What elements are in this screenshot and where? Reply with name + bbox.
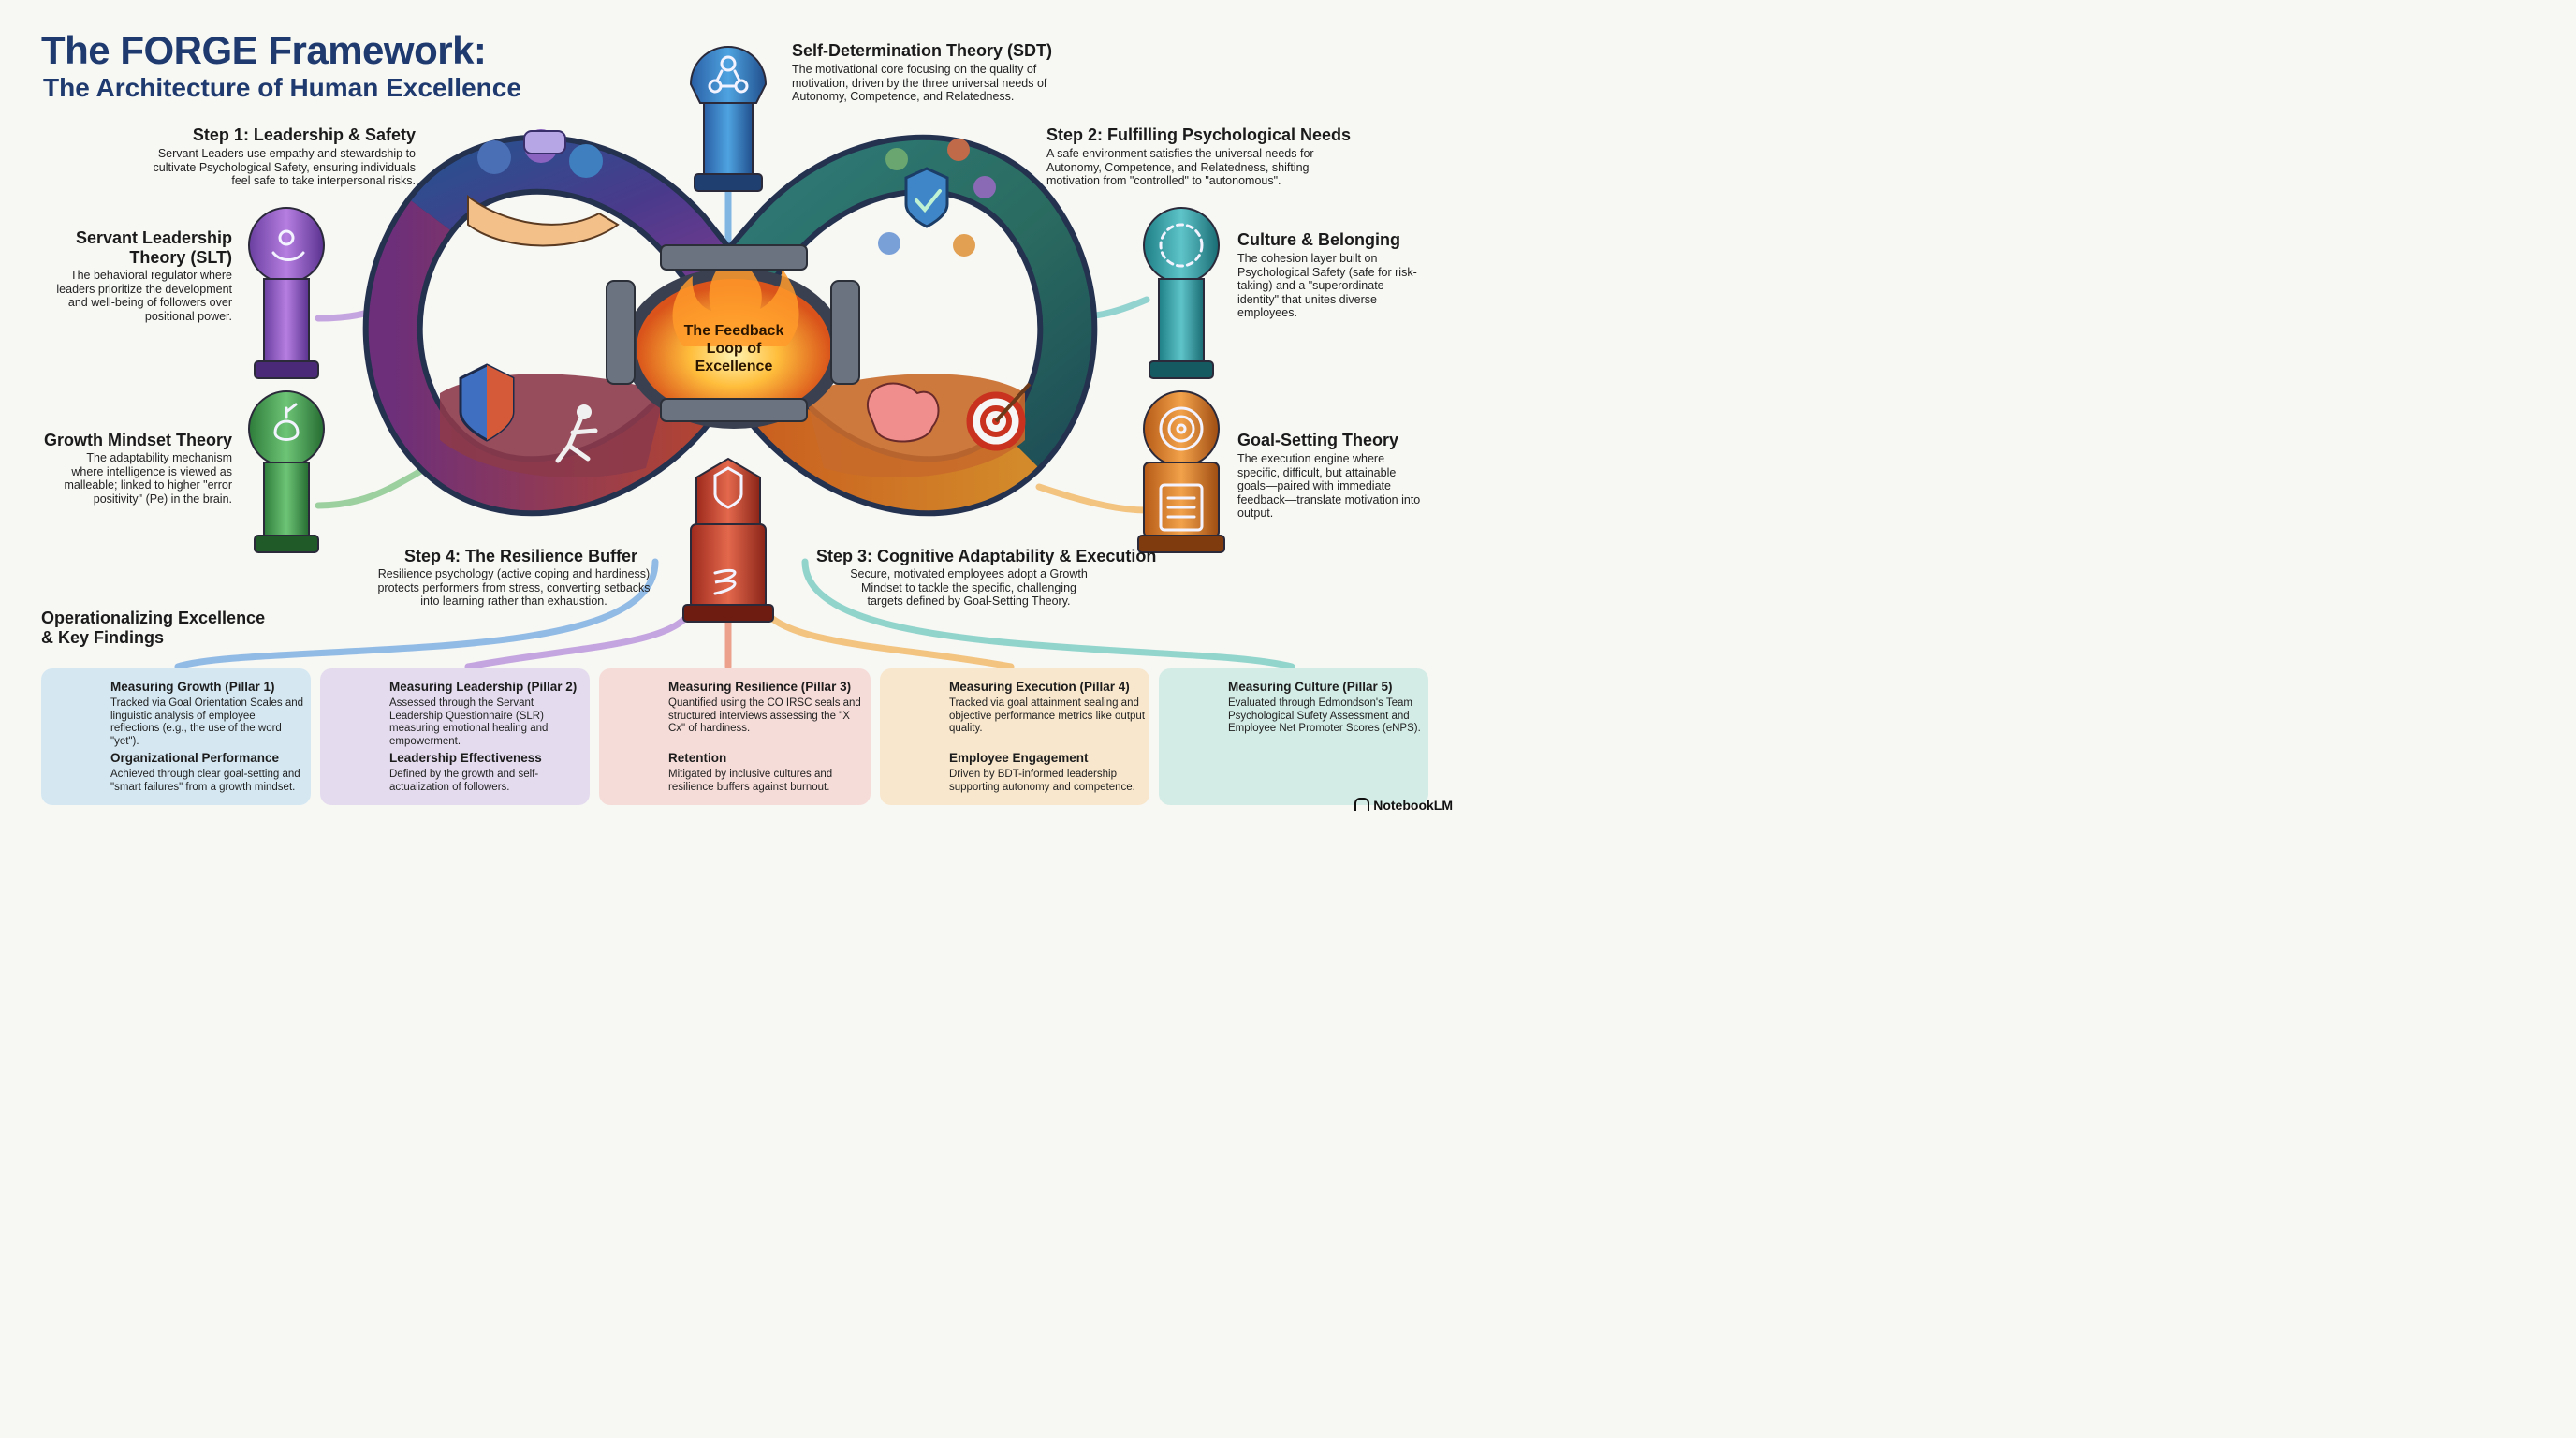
brand-label: NotebookLM — [1354, 798, 1453, 813]
slt-heading: Servant Leadership Theory (SLT) — [75, 228, 232, 267]
card-leadership: Measuring Leadership (Pillar 2) Assessed… — [320, 668, 590, 805]
step2-text: A safe environment satisfies the univers… — [1046, 147, 1314, 187]
card-title: Measuring Leadership (Pillar 2) — [389, 680, 578, 694]
notebooklm-logo-icon — [1354, 798, 1370, 811]
step4-heading: Step 4: The Resilience Buffer — [404, 547, 638, 565]
framework-illustration — [52, 46, 1295, 798]
operationalizing-heading: Operationalizing Excellence & Key Findin… — [41, 609, 266, 647]
step4-text: Resilience psychology (active coping and… — [377, 567, 651, 608]
card-text-secondary: Achieved through clear goal-setting and … — [110, 769, 300, 793]
step1-heading: Step 1: Leadership & Safety — [192, 125, 416, 144]
card-text-secondary: Mitigated by inclusive cultures and resi… — [668, 769, 833, 793]
card-text: Evaluated through Edmondson's Team Psych… — [1228, 697, 1421, 734]
card-title-secondary: Retention — [668, 751, 727, 765]
card-text: Tracked via Goal Orientation Scales and … — [110, 697, 304, 747]
card-title: Measuring Growth (Pillar 1) — [110, 680, 275, 694]
goal-text: The execution engine where specific, dif… — [1237, 452, 1421, 520]
culture-text: The cohesion layer built on Psychologica… — [1237, 252, 1417, 319]
card-text-secondary: Defined by the growth and self-actualiza… — [389, 769, 539, 793]
growth-heading: Growth Mindset Theory — [43, 431, 232, 449]
card-resilience: Measuring Resilience (Pillar 3) Quantifi… — [599, 668, 871, 805]
sdt-text: The motivational core focusing on the qu… — [792, 63, 1047, 103]
step3-text: Secure, motivated employees adopt a Grow… — [850, 567, 1088, 608]
card-text: Quantified using the CO IRSC seals and s… — [668, 697, 861, 734]
page-subtitle: The Architecture of Human Excellence — [43, 73, 521, 102]
card-text: Assessed through the Servant Leadership … — [389, 697, 549, 747]
growth-text: The adaptability mechanism where intelli… — [64, 451, 232, 506]
culture-heading: Culture & Belonging — [1237, 230, 1400, 249]
card-culture: Measuring Culture (Pillar 5) Evaluated t… — [1159, 668, 1428, 805]
card-title-secondary: Leadership Effectiveness — [389, 751, 542, 765]
card-execution: Measuring Execution (Pillar 4) Tracked v… — [880, 668, 1149, 805]
goal-heading: Goal-Setting Theory — [1237, 431, 1399, 449]
feedback-loop-label: The Feedback Loop of Excellence — [683, 323, 784, 374]
card-title: Measuring Culture (Pillar 5) — [1228, 680, 1393, 694]
card-title: Measuring Resilience (Pillar 3) — [668, 680, 852, 694]
page-title: The FORGE Framework: — [41, 28, 487, 72]
card-title: Measuring Execution (Pillar 4) — [949, 680, 1130, 694]
card-text-secondary: Driven by BDT-informed leadership suppor… — [949, 769, 1135, 793]
card-title-secondary: Employee Engagement — [949, 751, 1089, 765]
card-title-secondary: Organizational Performance — [110, 751, 280, 765]
step2-heading: Step 2: Fulfilling Psychological Needs — [1046, 125, 1352, 144]
slt-text: The behavioral regulator where leaders p… — [56, 269, 232, 323]
step1-text: Servant Leaders use empathy and stewards… — [153, 147, 416, 187]
card-text: Tracked via goal attainment sealing and … — [949, 697, 1146, 734]
sdt-heading: Self-Determination Theory (SDT) — [792, 41, 1053, 60]
step3-heading: Step 3: Cognitive Adaptability & Executi… — [816, 547, 1157, 565]
card-growth: Measuring Growth (Pillar 1) Tracked via … — [41, 668, 311, 805]
